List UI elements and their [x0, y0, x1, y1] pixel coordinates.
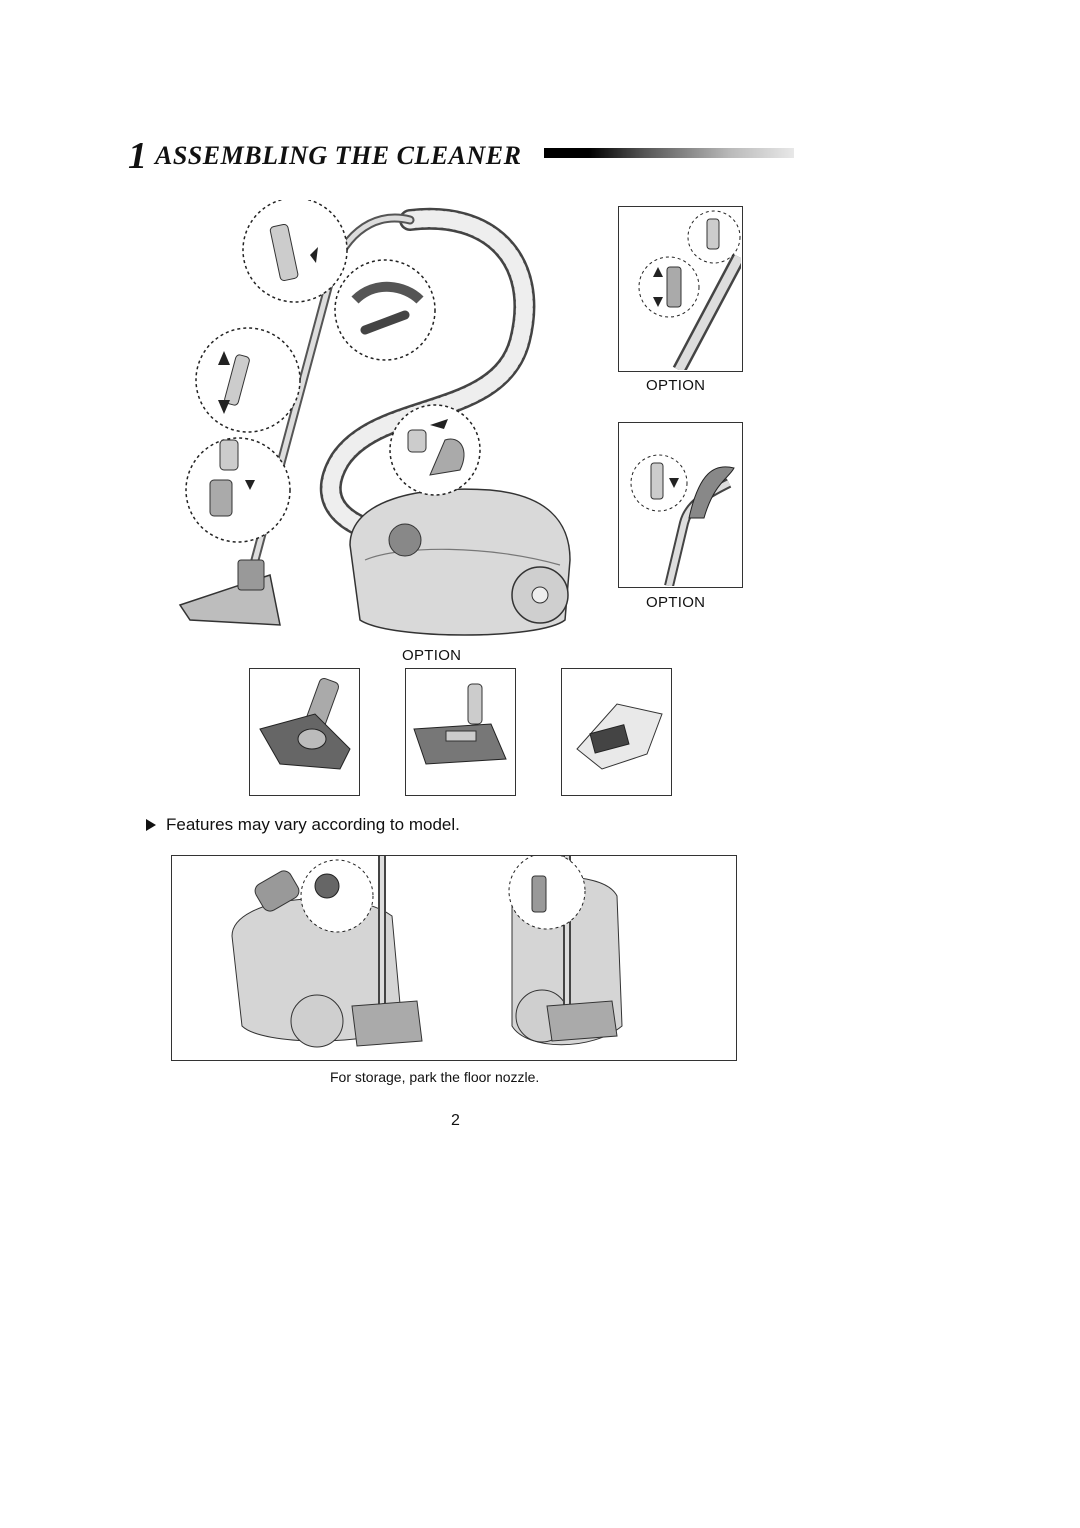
feature-note-text: Features may vary according to model. — [166, 815, 460, 834]
section-title: ASSEMBLING THE CLEANER — [155, 141, 522, 170]
nozzle-1-illustration — [259, 677, 351, 770]
option-frame-wand-lock — [618, 206, 746, 374]
nozzle-2-illustration — [413, 683, 507, 765]
option-frame-dustbag — [561, 668, 672, 796]
page-number: 2 — [451, 1112, 460, 1129]
option-frame-handle-grip — [618, 422, 743, 588]
storage-illustration-frame — [171, 852, 737, 1061]
feature-note: Features may vary according to model. — [146, 815, 460, 835]
option-frame-nozzle-2 — [405, 668, 516, 796]
arrow-right-triangle-icon — [146, 819, 156, 831]
handle-grip-illustration — [630, 454, 735, 588]
section-number: 1 — [128, 135, 147, 177]
dustbag-illustration — [576, 703, 663, 770]
wand-lock-illustration — [638, 210, 746, 374]
section-heading: 1 ASSEMBLING THE CLEANER — [128, 134, 521, 178]
option-caption-3: OPTION — [402, 647, 462, 664]
option-caption-2: OPTION — [646, 594, 706, 611]
heading-gradient-bar — [544, 148, 794, 158]
storage-illustration — [231, 852, 623, 1048]
option-caption-1: OPTION — [646, 377, 706, 394]
storage-caption: For storage, park the floor nozzle. — [330, 1069, 540, 1085]
main-assembly-illustration — [178, 200, 571, 636]
option-frame-nozzle-1 — [249, 668, 360, 796]
